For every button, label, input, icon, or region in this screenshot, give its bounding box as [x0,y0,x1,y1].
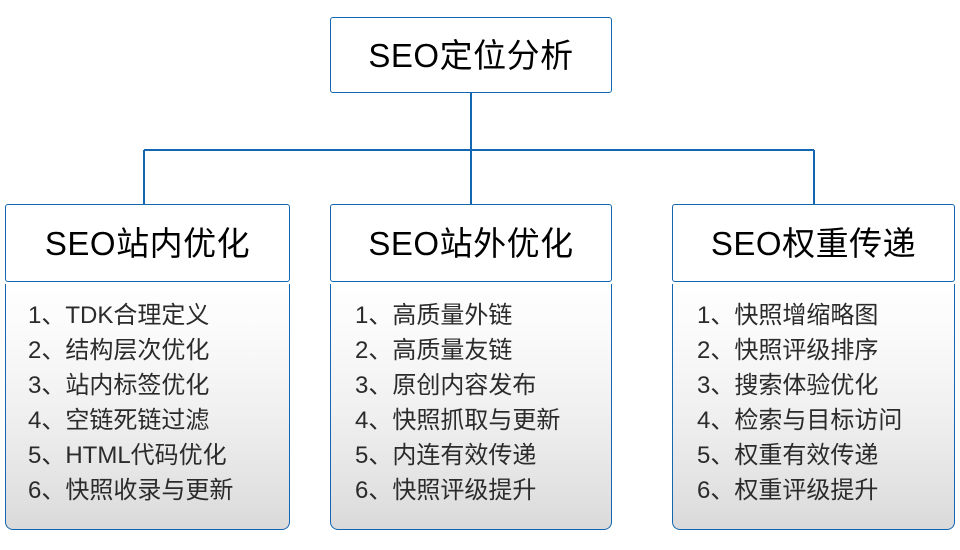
list-item: 2、结构层次优化 [28,337,210,364]
list-item: 4、快照抓取与更新 [355,407,561,434]
list-item: 5、权重有效传递 [697,442,879,469]
column-header-3[interactable]: SEO权重传递 [672,204,955,282]
list-item: 4、空链死链过滤 [28,407,210,434]
list-item: 4、检索与目标访问 [697,407,903,434]
list-item: 3、搜索体验优化 [697,372,879,399]
list-item: 5、HTML代码优化 [28,442,227,469]
item-list-3: 1、快照增缩略图 2、快照评级排序 3、搜索体验优化 4、检索与目标访问 5、权… [673,298,954,508]
list-item: 2、高质量友链 [355,337,513,364]
item-list-1: 1、TDK合理定义 2、结构层次优化 3、站内标签优化 4、空链死链过滤 5、H… [6,298,289,508]
list-item: 3、原创内容发布 [355,372,537,399]
list-item: 6、权重评级提升 [697,477,879,504]
list-item: 1、快照增缩略图 [697,302,879,329]
root-node-title: SEO定位分析 [368,36,574,74]
list-item: 6、快照评级提升 [355,477,537,504]
root-node[interactable]: SEO定位分析 [330,17,612,93]
item-list-2: 1、高质量外链 2、高质量友链 3、原创内容发布 4、快照抓取与更新 5、内连有… [331,298,611,508]
list-item: 1、高质量外链 [355,302,513,329]
column-header-title-2: SEO站外优化 [368,224,574,262]
list-item: 6、快照收录与更新 [28,477,234,504]
column-header-1[interactable]: SEO站内优化 [5,204,290,282]
column-header-2[interactable]: SEO站外优化 [330,204,612,282]
column-body-3: 1、快照增缩略图 2、快照评级排序 3、搜索体验优化 4、检索与目标访问 5、权… [672,284,955,530]
column-seo-weight-transfer: SEO权重传递 1、快照增缩略图 2、快照评级排序 3、搜索体验优化 4、检索与… [672,204,955,530]
list-item: 3、站内标签优化 [28,372,210,399]
list-item: 2、快照评级排序 [697,337,879,364]
column-seo-onsite: SEO站内优化 1、TDK合理定义 2、结构层次优化 3、站内标签优化 4、空链… [5,204,290,530]
column-body-2: 1、高质量外链 2、高质量友链 3、原创内容发布 4、快照抓取与更新 5、内连有… [330,284,612,530]
column-header-title-3: SEO权重传递 [710,224,917,262]
list-item: 1、TDK合理定义 [28,302,210,329]
column-seo-offsite: SEO站外优化 1、高质量外链 2、高质量友链 3、原创内容发布 4、快照抓取与… [330,204,612,530]
column-body-1: 1、TDK合理定义 2、结构层次优化 3、站内标签优化 4、空链死链过滤 5、H… [5,284,290,530]
column-header-title-1: SEO站内优化 [44,224,251,262]
list-item: 5、内连有效传递 [355,442,537,469]
